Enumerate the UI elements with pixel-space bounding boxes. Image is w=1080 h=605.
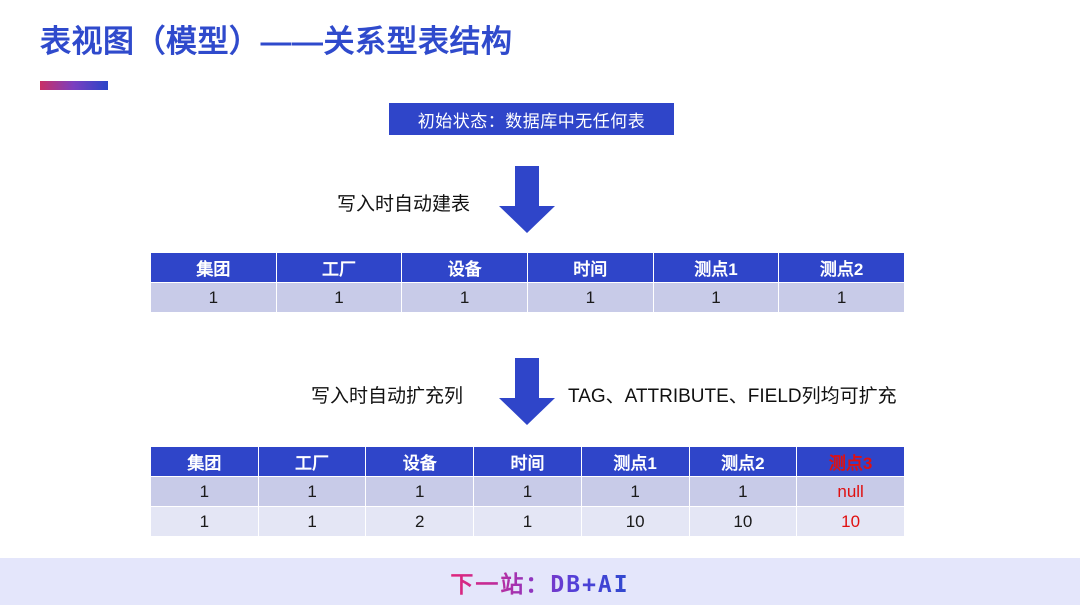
down-arrow-icon: [499, 358, 555, 425]
column-header: 集团: [150, 446, 259, 477]
table-cell: 1: [365, 476, 475, 507]
column-header: 时间: [473, 446, 582, 477]
table-cell: 1: [150, 506, 259, 537]
column-header: 时间: [526, 252, 654, 283]
table-row: 1 1 1 1 1 1 null: [150, 476, 905, 507]
column-header: 测点2: [688, 446, 798, 477]
step-1-label: 写入时自动建表: [337, 194, 471, 215]
table-cell: 1: [257, 476, 367, 507]
down-arrow-icon: [499, 166, 555, 233]
table-header-row: 集团 工厂 设备 时间 测点1 测点2 测点3: [150, 446, 905, 477]
column-header: 测点1: [652, 252, 780, 283]
table-cell: 1: [257, 506, 367, 537]
table-cell: 1: [401, 282, 528, 313]
table-cell: 10: [580, 506, 690, 537]
step-2-note: TAG、ATTRIBUTE、FIELD列均可扩充: [568, 386, 897, 407]
column-header: 集团: [150, 252, 277, 283]
title-block: 表视图（模型）——关系型表结构: [40, 22, 860, 62]
table-cell-null: null: [796, 476, 905, 507]
table-cell: 10: [688, 506, 798, 537]
column-header: 测点1: [580, 446, 690, 477]
title-accent-bar: [40, 81, 108, 90]
footer-text: 下一站：DB+AI: [450, 565, 629, 599]
table-cell: 1: [526, 282, 654, 313]
table-expanded: 集团 工厂 设备 时间 测点1 测点2 测点3 1 1 1 1 1 1 null…: [150, 446, 905, 537]
table-header-row: 集团 工厂 设备 时间 测点1 测点2: [150, 252, 905, 283]
table-cell: 1: [150, 476, 259, 507]
table-row: 1 1 1 1 1 1: [150, 282, 905, 313]
table-cell-new: 10: [796, 506, 905, 537]
table-initial: 集团 工厂 设备 时间 测点1 测点2 1 1 1 1 1 1: [150, 252, 905, 313]
column-header: 设备: [401, 252, 528, 283]
table-cell: 1: [688, 476, 798, 507]
column-header-new: 测点3: [796, 446, 905, 477]
column-header: 工厂: [275, 252, 403, 283]
table-cell: 2: [365, 506, 475, 537]
table-cell: 1: [652, 282, 780, 313]
table-row: 1 1 2 1 10 10 10: [150, 506, 905, 537]
column-header: 工厂: [257, 446, 367, 477]
footer-band: 下一站：DB+AI: [0, 558, 1080, 605]
table-cell: 1: [473, 506, 582, 537]
table-cell: 1: [580, 476, 690, 507]
column-header: 设备: [365, 446, 475, 477]
table-cell: 1: [778, 282, 905, 313]
table-cell: 1: [473, 476, 582, 507]
initial-state-banner: 初始状态：数据库中无任何表: [389, 103, 674, 135]
column-header: 测点2: [778, 252, 905, 283]
table-cell: 1: [275, 282, 403, 313]
step-2-label: 写入时自动扩充列: [311, 386, 464, 407]
table-cell: 1: [150, 282, 277, 313]
page-title: 表视图（模型）——关系型表结构: [40, 24, 513, 59]
